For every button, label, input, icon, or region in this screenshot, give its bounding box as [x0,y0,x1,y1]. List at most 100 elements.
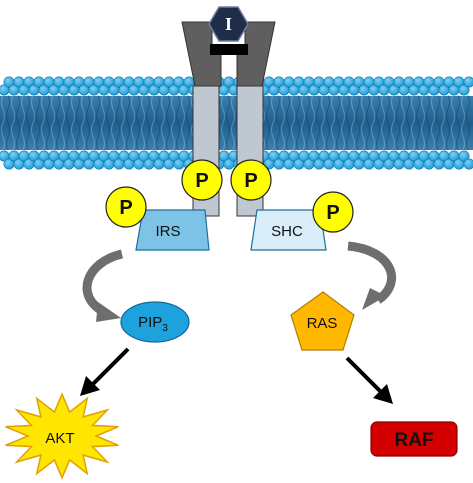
lipid-tail [186,94,190,151]
lipid-tail [71,94,75,151]
curved-arrow-head [362,288,386,310]
phosphate-label: P [195,170,208,192]
lipid-tail [221,94,225,151]
lipid-tail [346,94,350,151]
lipid-tail [316,94,320,151]
pip3-label: PIP3 [138,314,168,334]
lipid-tail [61,94,65,151]
lipid-tail [121,94,125,151]
lipid-tail [461,94,465,151]
irs-label: IRS [155,223,180,240]
lipid-tail [231,94,235,151]
lipid-tail [141,94,145,151]
curved-arrow-shaft [347,241,397,304]
phosphate-left-receptor: P [181,159,223,201]
lipid-tail [401,94,405,151]
lipid-tail [436,94,440,151]
lipid-tails [1,94,470,151]
lipid-tail [366,94,370,151]
arrow-head [80,376,100,396]
ras-node: RAS [290,291,355,351]
lipid-tail [181,94,185,151]
arrow-shaft [90,347,130,387]
lipid-tail [431,94,435,151]
lipid-tail [311,94,315,151]
lipid-tail [341,94,345,151]
lipid-head [463,158,473,170]
lipid-tail [36,94,40,151]
lipid-tail [226,94,230,151]
lipid-tail [1,94,5,151]
lipid-tail [171,94,175,151]
ligand-label: I [225,14,232,34]
hexagon-icon [208,6,249,42]
lipid-tail [156,94,160,151]
shc-shape [250,209,327,251]
lipid-tail [451,94,455,151]
lipid-tail [326,94,330,151]
lipid-tail [386,94,390,151]
insulin-ligand: I [208,6,249,42]
lipid-tail [381,94,385,151]
lipid-tail [161,94,165,151]
lipid-tail [26,94,30,151]
lipid-tail [106,94,110,151]
lipid-tail [466,94,470,151]
curved-arrow-irs-to-pip3 [82,249,124,322]
lipid-tail [176,94,180,151]
lipid-tail [361,94,365,151]
starburst-icon [5,392,119,480]
lipid-tail [441,94,445,151]
raf-label: RAF [394,430,433,451]
lipid-tail [46,94,50,151]
arrow-shaft [345,356,383,394]
lipid-tail [91,94,95,151]
lipid-tail [411,94,415,151]
lipid-tail [21,94,25,151]
arrow-ras-to-raf [345,356,393,404]
lipid-tail [51,94,55,151]
receptor-disulfide-bridge [210,44,248,55]
lipid-tail [331,94,335,151]
lipid-tail [336,94,340,151]
lipid-tail [6,94,10,151]
lipid-tail [281,94,285,151]
lipid-tail [131,94,135,151]
lipid-tail [271,94,275,151]
arrow-head [373,384,393,404]
pip3-shape [120,301,190,343]
lipid-tail [296,94,300,151]
lipid-tail [56,94,60,151]
lipid-tail [136,94,140,151]
phosphate-label: P [244,170,257,192]
phosphate-label: P [119,197,132,219]
phosphate-right-receptor: P [230,159,272,201]
lipid-tail [356,94,360,151]
lipid-head [458,150,470,162]
lipid-tail [76,94,80,151]
lipid-tail [11,94,15,151]
phosphate-shc: P [312,191,354,233]
lipid-tail [96,94,100,151]
lipid-heads-bottom [0,150,473,170]
lipid-head [463,76,473,88]
raf-shape [370,421,458,457]
akt-label: AKT [45,430,74,447]
lipid-tail [81,94,85,151]
lipid-tail [396,94,400,151]
lipid-tail [371,94,375,151]
lipid-tail [406,94,410,151]
lipid-tail [86,94,90,151]
lipid-tail [126,94,130,151]
shc-adaptor: SHC [250,209,327,251]
lipid-tail [111,94,115,151]
ras-label: RAS [307,315,338,332]
lipid-tail [421,94,425,151]
lipid-tail [446,94,450,151]
lipid-tail [301,94,305,151]
lipid-tail [151,94,155,151]
phosphate-circle [230,159,272,201]
lipid-head [458,84,470,96]
